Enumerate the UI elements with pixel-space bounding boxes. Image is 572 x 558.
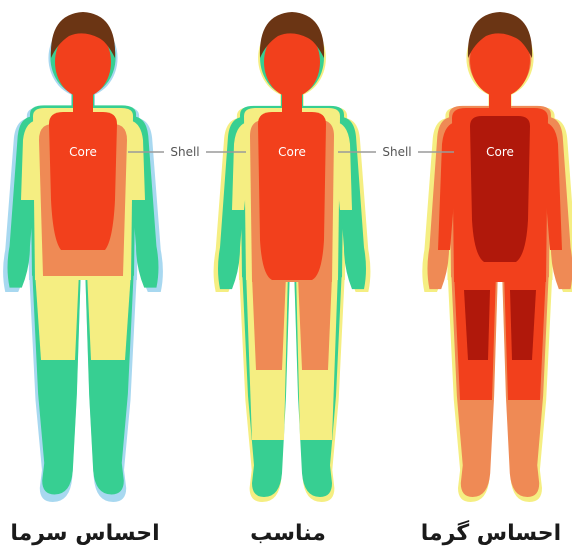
caption-warm: احساس گرما <box>396 514 572 554</box>
figure-neutral: Core <box>214 12 371 502</box>
figure-warm: Core <box>422 12 572 502</box>
core-label: Core <box>486 145 514 159</box>
caption-neutral: مناسب <box>193 514 383 554</box>
shell-label: Shell <box>382 145 411 159</box>
figure-cold: Core <box>3 12 163 502</box>
core-label: Core <box>69 145 97 159</box>
caption-cold: احساس سرما <box>0 514 180 554</box>
core-label: Core <box>278 145 306 159</box>
shell-label: Shell <box>170 145 199 159</box>
